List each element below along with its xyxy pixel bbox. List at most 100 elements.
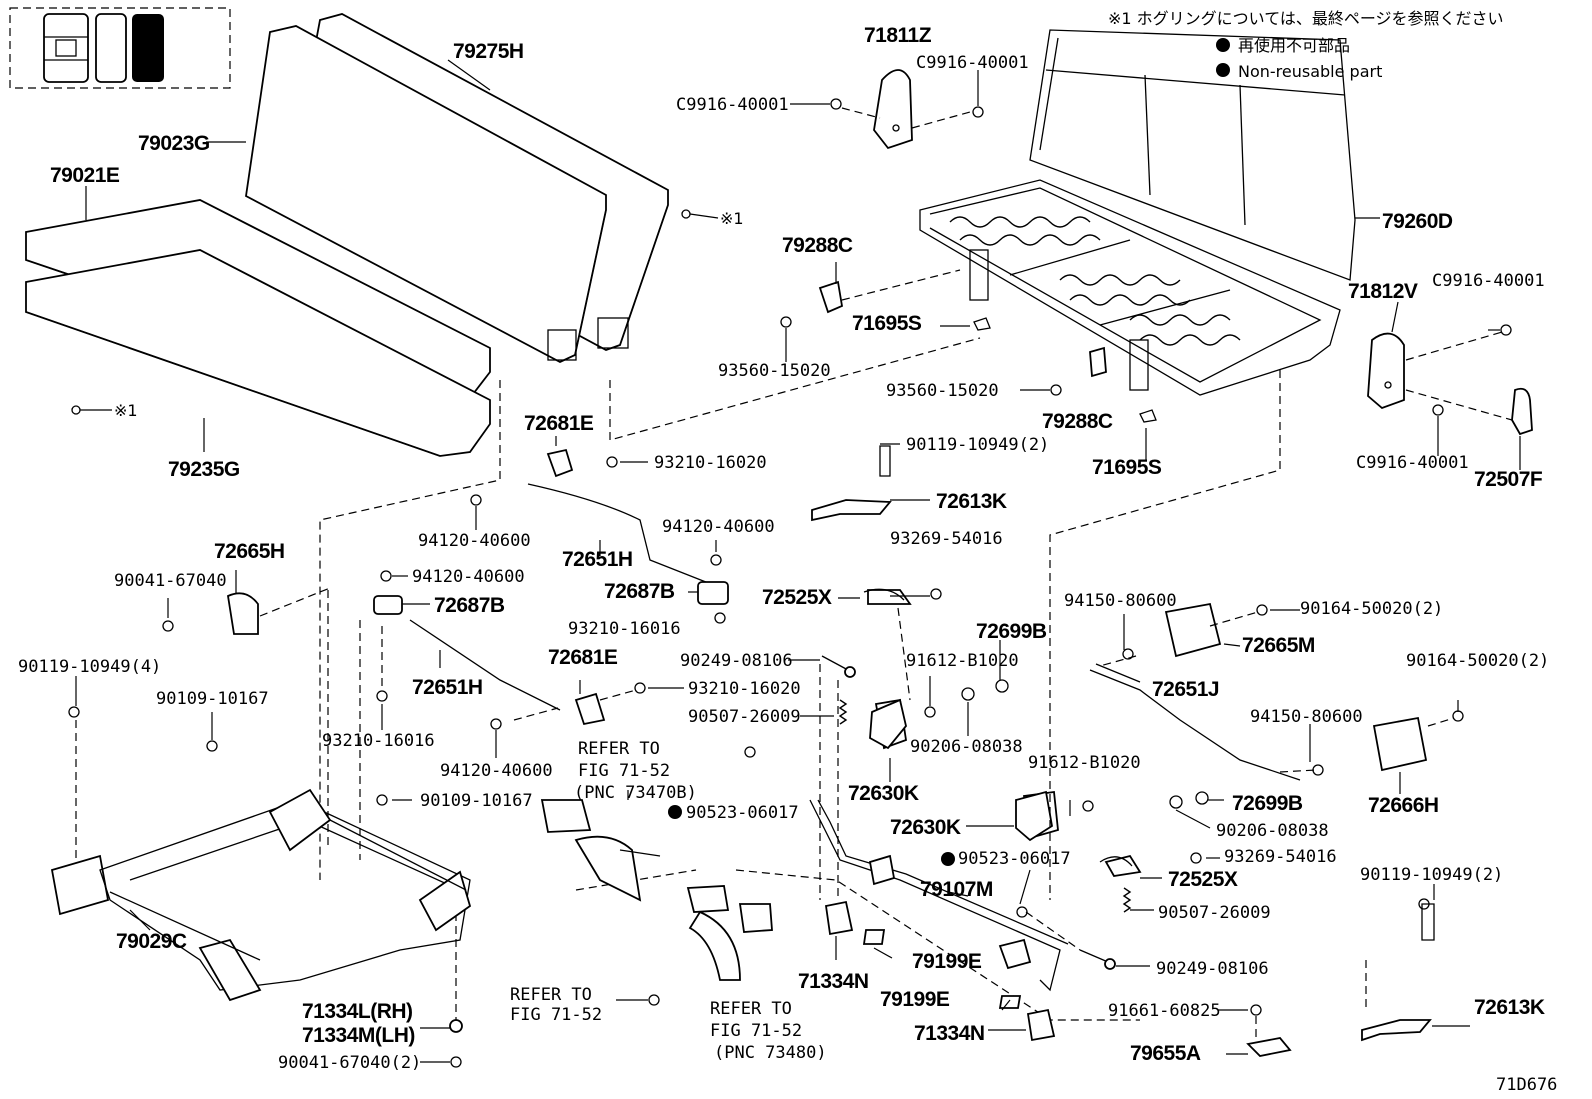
seat-belts xyxy=(540,799,773,981)
part-label: ※1 xyxy=(114,401,138,420)
hinge-cover-71812v xyxy=(1367,332,1405,410)
part-label: 90109-10167 xyxy=(420,791,533,811)
part-label: 79288C xyxy=(782,234,853,257)
hog-ring-note: ※1 ホグリングについては、最終ページを参照ください xyxy=(1108,9,1504,28)
part-label: 71811Z xyxy=(864,24,932,47)
part-label: 79275H xyxy=(453,40,524,63)
part-label: 90041-67040 xyxy=(114,571,227,591)
part-label: 72687B xyxy=(604,580,675,603)
part-label: 90119-10949(2) xyxy=(906,435,1049,455)
part-label: 94150-80600 xyxy=(1064,591,1177,611)
part-label: 72681E xyxy=(524,412,594,435)
part-label: 90206-08038 xyxy=(1216,821,1329,841)
part-label: C9916-40001 xyxy=(1356,453,1469,473)
part-label: 79107M xyxy=(920,878,993,901)
part-label: FIG 71-52 xyxy=(710,1021,802,1041)
part-label: 72507F xyxy=(1474,468,1543,491)
pads-71334n xyxy=(824,900,1056,1042)
part-label: 71695S xyxy=(852,312,922,335)
part-label: 91612-B1020 xyxy=(1028,753,1141,773)
non-reusable-dot-icon xyxy=(1216,38,1230,52)
non-reusable-dot-icon xyxy=(668,805,682,819)
fasteners-mid xyxy=(68,456,1464,1068)
part-label: 79655A xyxy=(1130,1042,1201,1065)
part-label: 72665H xyxy=(214,540,285,563)
part-label: 90041-67040(2) xyxy=(278,1053,421,1073)
figure-code: 71D676 xyxy=(1496,1075,1557,1095)
lever-72507f xyxy=(1511,387,1533,436)
part-label: 90164-50020(2) xyxy=(1300,599,1443,619)
seat-back-pads xyxy=(245,13,669,364)
part-label: REFER TO xyxy=(710,999,792,1019)
part-label: 91612-B1020 xyxy=(906,651,1019,671)
part-label: 71812V xyxy=(1348,280,1418,303)
seat-frame-79029c xyxy=(50,788,472,1002)
part-label: 79199E xyxy=(912,950,982,973)
part-label: 72699B xyxy=(1232,792,1303,815)
part-label: 90164-50020(2) xyxy=(1406,651,1549,671)
part-label: 79023G xyxy=(138,132,210,155)
part-label: 71334N xyxy=(914,1022,985,1045)
part-label: REFER TO xyxy=(578,739,660,759)
part-label: 94120-40600 xyxy=(412,567,525,587)
part-label: 71334L(RH) xyxy=(302,1000,413,1023)
seat-cushion-pads xyxy=(25,199,491,457)
part-label: 94150-80600 xyxy=(1250,707,1363,727)
part-label: 72651J xyxy=(1152,678,1219,701)
part-label: 72525X xyxy=(762,586,832,609)
part-label: 72651H xyxy=(412,676,483,699)
part-label: C9916-40001 xyxy=(1432,271,1545,291)
header-notes: ※1 ホグリングについては、最終ページを参照ください 再使用不可部品 Non-r… xyxy=(1108,9,1504,81)
part-label: 90523-06017 xyxy=(686,803,799,823)
part-label: (PNC 73480) xyxy=(714,1043,827,1063)
cable-rods xyxy=(409,483,1301,781)
part-label: 93210-16016 xyxy=(322,731,435,751)
pins-90249 xyxy=(821,655,1116,970)
bottom-rail-79107m xyxy=(809,799,1069,992)
part-label: 79235G xyxy=(168,458,240,481)
non-reusable-note-jp: 再使用不可部品 xyxy=(1238,36,1350,55)
part-label: 90119-10949(4) xyxy=(18,657,161,677)
part-label: 91661-60825 xyxy=(1108,1001,1221,1021)
part-label: 72681E xyxy=(548,646,618,669)
part-label: 93269-54016 xyxy=(890,529,1003,549)
latches xyxy=(863,588,1133,867)
part-label: 72630K xyxy=(848,782,919,805)
part-label: 72666H xyxy=(1368,794,1439,817)
part-label: 93210-16016 xyxy=(568,619,681,639)
part-labels: 79275H 79023G 79021E 79235G ※1 ※1 71811Z… xyxy=(18,24,1557,1095)
part-label: 90249-08106 xyxy=(680,651,793,671)
part-label: 72630K xyxy=(890,816,961,839)
part-label: 72613K xyxy=(936,490,1007,513)
non-reusable-note-en: Non-reusable part xyxy=(1238,62,1382,81)
part-label: 90109-10167 xyxy=(156,689,269,709)
part-label: 90507-26009 xyxy=(688,707,801,727)
part-label: 79029C xyxy=(116,930,187,953)
brackets-72613k xyxy=(811,445,1435,1057)
seat-layout-inset xyxy=(9,7,231,89)
part-label: 90119-10949(2) xyxy=(1360,865,1503,885)
seat-back-frame xyxy=(919,29,1356,396)
part-label: C9916-40001 xyxy=(916,53,1029,73)
part-label: 72651H xyxy=(562,548,633,571)
part-label: 93210-16020 xyxy=(688,679,801,699)
part-label: 93560-15020 xyxy=(886,381,999,401)
part-label: 71334M(LH) xyxy=(302,1024,415,1047)
part-label: 90249-08106 xyxy=(1156,959,1269,979)
part-label: 94120-40600 xyxy=(440,761,553,781)
non-reusable-dot-icon xyxy=(941,852,955,866)
part-label: 94120-40600 xyxy=(418,531,531,551)
part-label: 94120-40600 xyxy=(662,517,775,537)
part-label: 90523-06017 xyxy=(958,849,1071,869)
part-label: 79199E xyxy=(880,988,950,1011)
part-label: 72699B xyxy=(976,620,1047,643)
non-reusable-dot-icon xyxy=(1216,63,1230,77)
part-label: 72687B xyxy=(434,594,505,617)
part-label: 72525X xyxy=(1168,868,1238,891)
part-label: (PNC 73470B) xyxy=(574,783,697,803)
part-label: 93269-54016 xyxy=(1224,847,1337,867)
part-label: 93560-15020 xyxy=(718,361,831,381)
part-label: 79021E xyxy=(50,164,120,187)
part-label: 72613K xyxy=(1474,996,1545,1019)
